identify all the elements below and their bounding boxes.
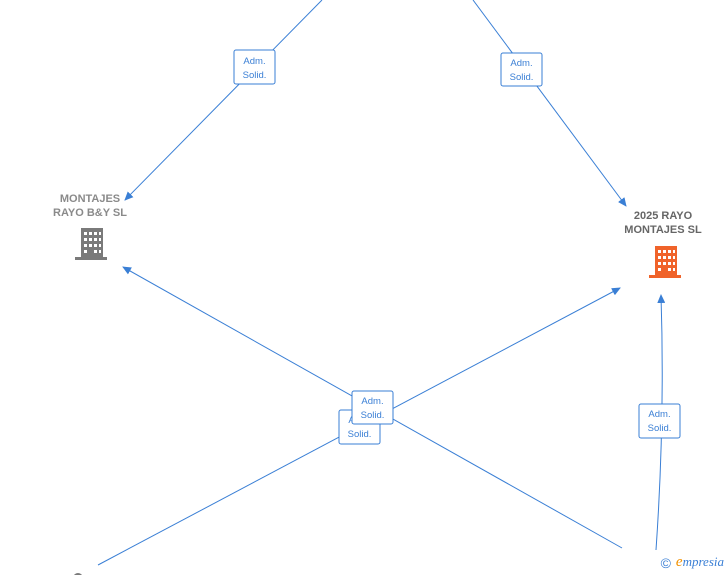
edge-label-line1: Adm. [243, 56, 265, 67]
edge-label-line1: Adm. [510, 58, 532, 69]
edge-label: Adm. Solid. [351, 390, 394, 425]
company-name-line1: 2025 RAYO [633, 210, 693, 222]
edge-label: Adm. Solid. [233, 49, 276, 85]
edge-label-line2: Solid. [348, 429, 372, 440]
edge-label-line2: Solid. [510, 72, 534, 83]
edge-line [472, 0, 627, 207]
building-icon[interactable] [75, 228, 107, 260]
brand-name-initial: e [675, 554, 683, 570]
empresia-logo: © empresia [661, 554, 724, 571]
copyright-icon: © [660, 554, 671, 571]
building-icon[interactable] [649, 246, 681, 278]
company-name-line1: MONTAJES [59, 193, 121, 205]
company-name-line2: MONTAJES SL [624, 224, 702, 236]
edge-label-line2: Solid. [361, 410, 385, 421]
brand-name-rest: mpresia [682, 554, 724, 569]
brand-name: empresia [676, 554, 724, 571]
edge-label-line2: Solid. [243, 70, 267, 81]
company-name-2025-rayo-montajes[interactable]: 2025 RAYO MONTAJES SL [608, 209, 718, 237]
edge-label-line1: Adm. [648, 409, 670, 420]
company-name-montajes-rayo-by[interactable]: MONTAJES RAYO B&Y SL [40, 192, 140, 220]
edge-label-line1: Adm. [361, 396, 383, 407]
company-name-line2: RAYO B&Y SL [53, 207, 127, 219]
edge-label: Adm. Solid. [638, 403, 681, 439]
edge-line [124, 0, 323, 201]
edge-label: Adm. Solid. [500, 52, 543, 87]
edge-label-line2: Solid. [648, 423, 672, 434]
